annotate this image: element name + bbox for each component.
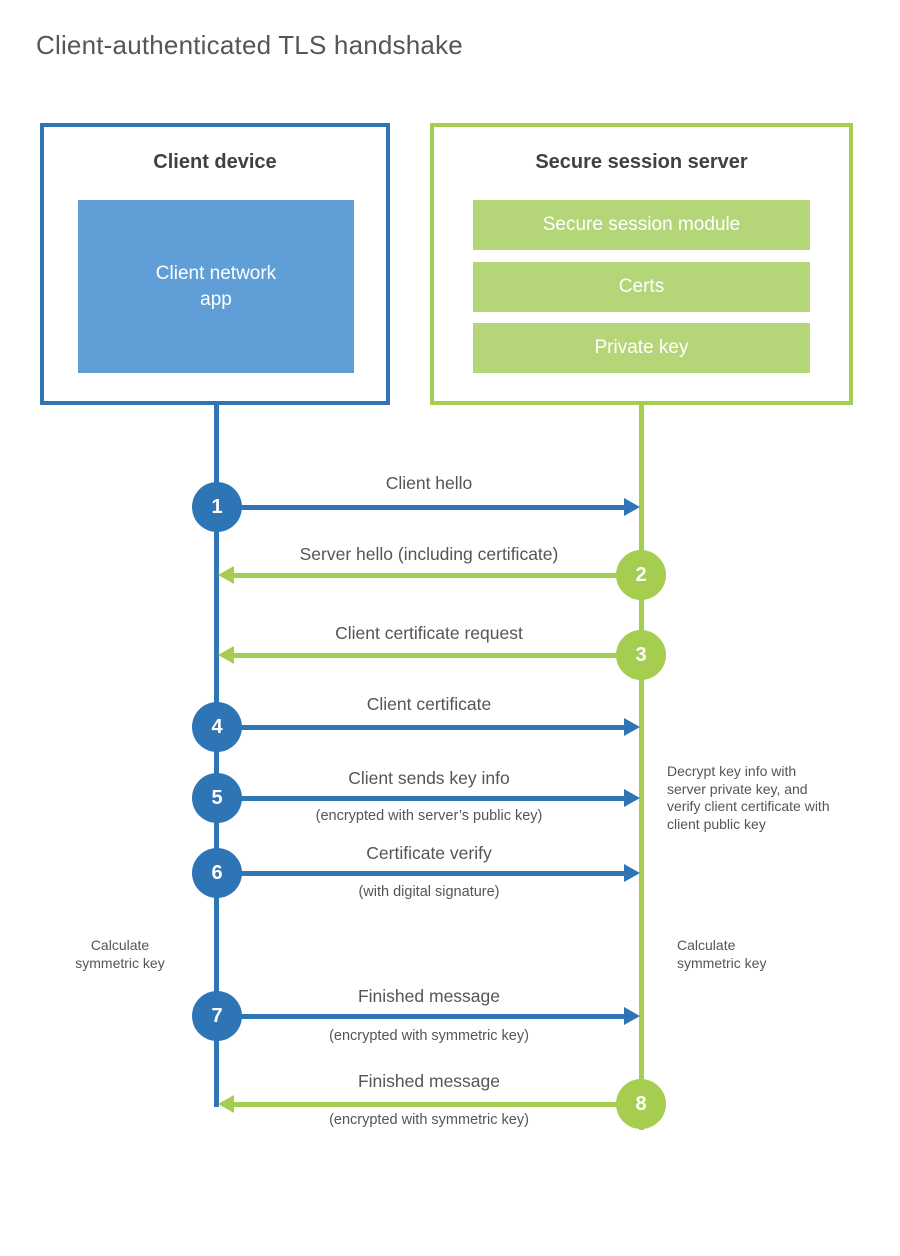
message-label-client-cert-request: Client certificate request bbox=[335, 623, 523, 643]
server-module-private-key: Private key bbox=[473, 323, 810, 373]
message-label-server-hello: Server hello (including certificate) bbox=[299, 544, 559, 564]
arrow-finished-client bbox=[219, 1007, 640, 1025]
step-circle-3: 3 bbox=[616, 630, 666, 680]
server-module-secure-session: Secure session module bbox=[473, 200, 810, 250]
arrow-client-certificate bbox=[219, 718, 640, 736]
server-lifeline bbox=[639, 404, 644, 1130]
step-circle-4: 4 bbox=[192, 702, 242, 752]
secure-session-server-heading: Secure session server bbox=[535, 151, 748, 173]
message-sublabel-certificate-verify: (with digital signature) bbox=[358, 884, 500, 900]
message-label-certificate-verify: Certificate verify bbox=[366, 843, 492, 863]
client-lifeline bbox=[214, 404, 219, 1107]
note-calculate-symmetric-key-client: Calculate symmetric key bbox=[75, 937, 165, 971]
client-network-app-box: Client network app bbox=[78, 200, 354, 373]
step-circle-5: 5 bbox=[192, 773, 242, 823]
message-label-client-certificate: Client certificate bbox=[366, 694, 492, 714]
message-label-client-key-info: Client sends key info bbox=[348, 768, 510, 788]
message-sublabel-client-key-info: (encrypted with server’s public key) bbox=[315, 808, 543, 824]
message-sublabel-finished-server: (encrypted with symmetric key) bbox=[329, 1112, 529, 1128]
arrow-finished-server bbox=[218, 1095, 639, 1113]
arrow-client-hello bbox=[219, 498, 640, 516]
step-circle-8: 8 bbox=[616, 1079, 666, 1129]
client-network-app-label: Client network app bbox=[155, 262, 277, 310]
note-decrypt-key-info: Decrypt key info with server private key… bbox=[667, 763, 830, 832]
arrow-client-cert-request bbox=[218, 646, 639, 664]
arrow-server-hello bbox=[218, 566, 639, 584]
message-sublabel-finished-client: (encrypted with symmetric key) bbox=[329, 1028, 529, 1044]
message-label-finished-server: Finished message bbox=[357, 1071, 501, 1091]
arrow-client-key-info bbox=[219, 789, 640, 807]
step-circle-7: 7 bbox=[192, 991, 242, 1041]
arrow-certificate-verify bbox=[219, 864, 640, 882]
step-circle-6: 6 bbox=[192, 848, 242, 898]
message-label-finished-client: Finished message bbox=[357, 986, 501, 1006]
note-calculate-symmetric-key-server: Calculate symmetric key bbox=[677, 937, 767, 971]
client-device-heading: Client device bbox=[153, 151, 277, 173]
step-circle-1: 1 bbox=[192, 482, 242, 532]
step-circle-2: 2 bbox=[616, 550, 666, 600]
message-label-client-hello: Client hello bbox=[385, 473, 473, 493]
page-title: Client-authenticated TLS handshake bbox=[36, 30, 463, 60]
server-module-certs: Certs bbox=[473, 262, 810, 312]
